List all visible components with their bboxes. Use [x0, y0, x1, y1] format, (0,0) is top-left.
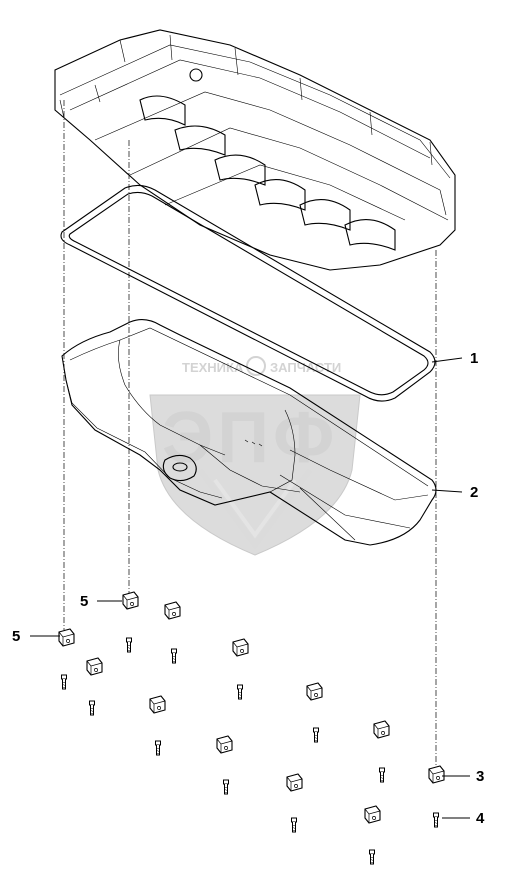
callout-3: 3 [476, 768, 484, 785]
clip-bracket [216, 735, 233, 754]
bolt [126, 637, 132, 653]
bolt [313, 727, 319, 743]
bolt [291, 817, 297, 833]
bolt [433, 812, 439, 828]
bolt [369, 849, 375, 865]
clip-bracket [86, 657, 103, 676]
callout-4: 4 [476, 810, 485, 827]
clip-bracket [373, 720, 390, 739]
engine-block [54, 29, 456, 271]
bolt [379, 767, 385, 783]
clip-bracket [232, 638, 249, 657]
bolt [155, 740, 161, 756]
clip-bracket [58, 628, 75, 647]
callout-5-upper: 5 [80, 593, 88, 610]
oil-pan [61, 319, 437, 546]
clip-bracket [364, 805, 381, 824]
centre-lines [63, 100, 437, 765]
bolt-fasteners [61, 637, 439, 865]
clip-bracket [428, 765, 445, 784]
watermark-logo: ТЕХНИКА ЗАПЧАСТИ ЭПФ [149, 356, 361, 556]
clip-bracket [306, 682, 323, 701]
callout-1: 1 [470, 350, 478, 367]
gear-icon [246, 356, 266, 376]
leader-lines [30, 357, 470, 819]
callout-5-left: 5 [12, 628, 20, 645]
gasket [60, 184, 436, 402]
clip-bracket [122, 591, 139, 610]
bolt [171, 648, 177, 664]
callout-2: 2 [470, 484, 478, 501]
bolt [89, 700, 95, 716]
bolt [237, 684, 243, 700]
watermark-monogram: ЭПФ [162, 398, 338, 478]
callout-labels: 1 2 3 4 5 5 [12, 350, 485, 827]
watermark-upper-text: ТЕХНИКА [182, 360, 244, 375]
clip-bracket [164, 601, 181, 620]
bolt [223, 779, 229, 795]
clip-fasteners [58, 591, 445, 824]
clip-bracket [286, 773, 303, 792]
watermark-upper-right-text: ЗАПЧАСТИ [270, 360, 341, 375]
clip-bracket [149, 695, 166, 714]
bolt [61, 674, 67, 690]
